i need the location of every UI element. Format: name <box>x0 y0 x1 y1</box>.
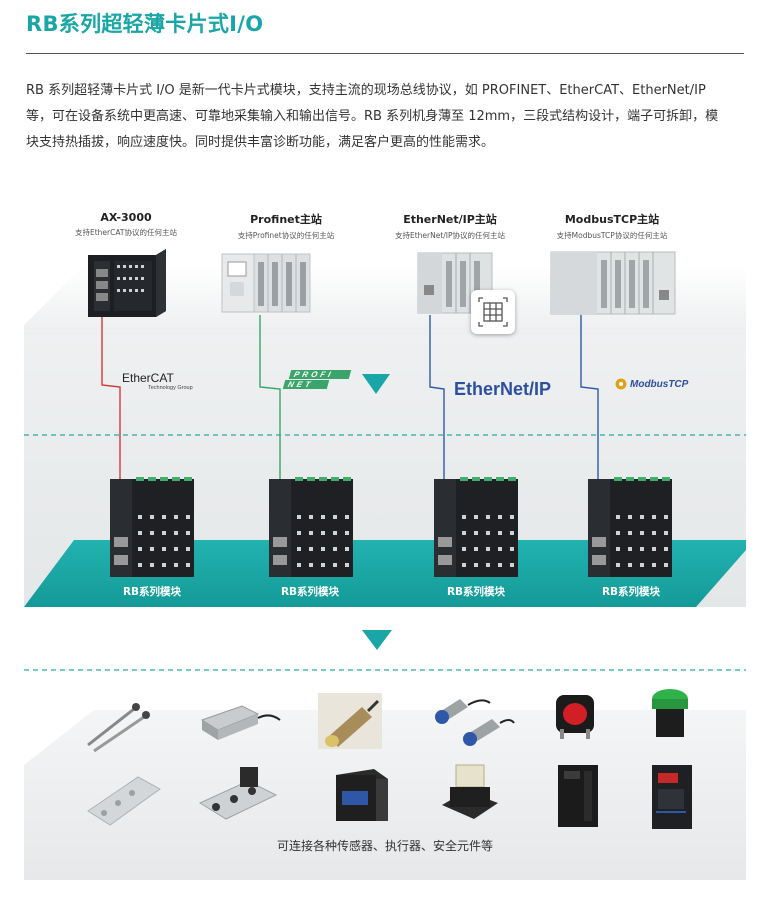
modbustcp-master-image <box>550 251 676 315</box>
profinet-logo-top: PROFI <box>288 370 352 379</box>
rb-module-image <box>434 477 518 577</box>
modbus-gear-icon <box>615 378 627 390</box>
master-label-modbustcp: ModbusTCP主站 支持ModbusTCP协议的任何主站 <box>537 211 687 241</box>
down-arrow-icon <box>362 630 392 650</box>
rocker-switch-image <box>556 695 594 739</box>
ethernetip-logo: EtherNet/IP <box>454 379 552 399</box>
ethercat-logo-text: EtherCAT <box>122 371 174 385</box>
rb-module-image <box>110 477 194 577</box>
intro-paragraph: RB 系列超轻薄卡片式 I/O 是新一代卡片式模块，支持主流的现场总线协议，如 … <box>26 78 746 156</box>
master-name: EtherNet/IP主站 <box>403 213 497 226</box>
master-desc: 支持EtherNet/IP协议的任何主站 <box>394 231 506 240</box>
relay-image <box>442 764 498 819</box>
solenoid-valve-image <box>87 776 161 826</box>
rb-module-image <box>588 477 672 577</box>
modbustcp-logo-text: ModbusTCP <box>630 378 689 390</box>
module-label: RB系列模块 <box>446 586 506 598</box>
sensor-probe-image <box>87 703 150 753</box>
master-label-profinet: Profinet主站 支持Profinet协议的任何主站 <box>211 211 361 241</box>
inverter-image <box>652 765 692 829</box>
servo-drive-image <box>558 765 598 827</box>
profinet-logo: PROFI NET <box>282 370 352 389</box>
profinet-logo-bottom: NET <box>282 380 330 389</box>
rb-module-image <box>269 477 353 577</box>
connection-lines <box>101 315 599 480</box>
ethercat-line <box>101 315 121 480</box>
table-popup-button[interactable] <box>471 290 515 334</box>
photoelectric-sensor-image <box>336 769 388 821</box>
master-name: Profinet主站 <box>250 213 322 226</box>
page-title: RB系列超轻薄卡片式I/O <box>26 12 264 36</box>
ethercat-logo-sub: Technology Group <box>148 385 193 391</box>
master-name: AX-3000 <box>100 211 152 224</box>
pneumatic-valve-image <box>198 767 278 820</box>
ax3000-controller-image <box>88 249 166 317</box>
profinet-master-image <box>221 253 311 313</box>
master-label-ethercat: AX-3000 支持EtherCAT协议的任何主站 <box>51 211 201 238</box>
intro-line: RB 系列超轻薄卡片式 I/O 是新一代卡片式模块，支持主流的现场总线协议，如 … <box>26 83 706 98</box>
proximity-sensor-image <box>318 693 382 749</box>
down-arrow-icon <box>362 374 390 394</box>
master-label-ethernetip: EtherNet/IP主站 支持EtherNet/IP协议的任何主站 <box>375 211 525 241</box>
ethernetip-line <box>429 315 445 480</box>
indicator-light-image <box>652 689 688 737</box>
table-grid-icon <box>478 297 508 327</box>
master-desc: 支持Profinet协议的任何主站 <box>237 231 335 240</box>
proximity-sensor-pair-image <box>435 699 515 746</box>
master-desc: 支持ModbusTCP协议的任何主站 <box>556 231 668 240</box>
modbustcp-logo: ModbusTCP <box>614 377 688 391</box>
profinet-line <box>259 315 281 480</box>
system-diagram: AX-3000 支持EtherCAT协议的任何主站 Profinet主站 支持P… <box>24 205 746 880</box>
master-name: ModbusTCP主站 <box>564 213 660 226</box>
ethernetip-master-image <box>417 252 493 314</box>
intro-line: 等，可在设备系统中更高速、可靠地采集输入和输出信号。RB 系列机身薄至 12mm… <box>26 109 719 124</box>
intro-line: 块支持热插拔，响应速度快。同时提供丰富诊断功能，满足客户更高的性能需求。 <box>26 135 495 150</box>
module-label: RB系列模块 <box>601 586 661 598</box>
ethercat-logo: EtherCAT Technology Group <box>122 371 193 391</box>
module-label: RB系列模块 <box>122 586 182 598</box>
modbus-line <box>580 315 599 480</box>
master-desc: 支持EtherCAT协议的任何主站 <box>75 228 177 237</box>
module-label: RB系列模块 <box>280 586 340 598</box>
title-divider <box>26 53 744 54</box>
bottom-caption: 可连接各种传感器、执行器、安全元件等 <box>276 839 493 853</box>
magnetic-switch-image <box>200 705 281 740</box>
